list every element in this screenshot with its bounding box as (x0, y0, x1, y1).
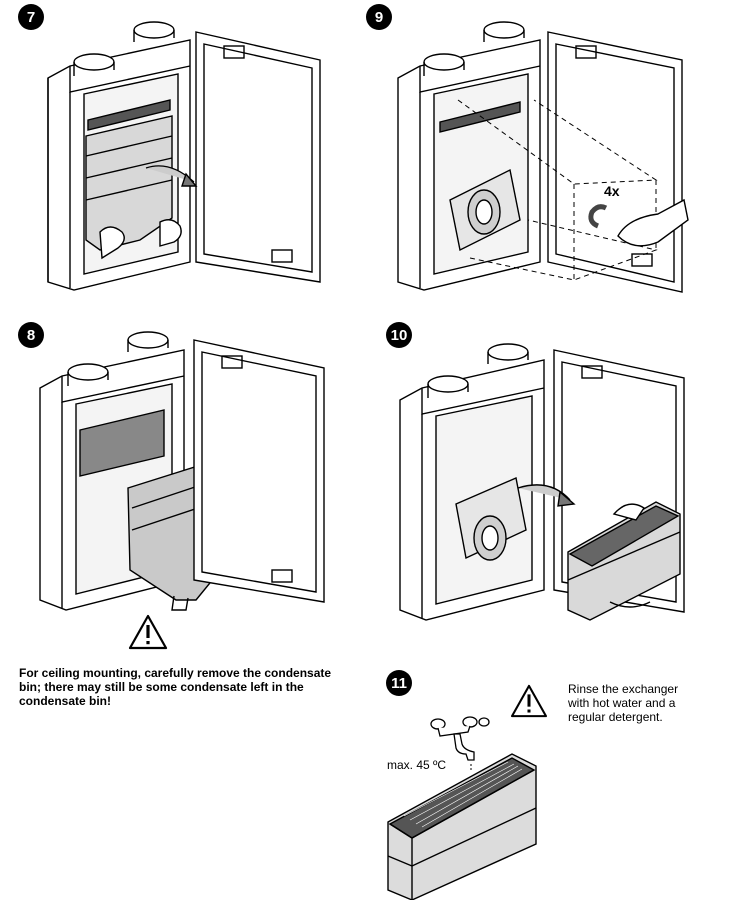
step-badge-9: 9 (366, 4, 392, 30)
step-badge-11: 11 (386, 670, 412, 696)
step-badge-8: 8 (18, 322, 44, 348)
step-badge-10: 10 (386, 322, 412, 348)
ceiling-mount-warning: For ceiling mounting, carefully remove t… (19, 666, 332, 708)
clip-count-label: 4x (604, 183, 620, 199)
max-temperature-label: max. 45 ºC (387, 758, 447, 772)
step-badge-7: 7 (18, 4, 44, 30)
heat-exchanger-block (387, 753, 537, 900)
rinse-instruction: Rinse the exchanger with hot water and a… (568, 682, 679, 724)
step-7-illustration (47, 21, 321, 291)
step-10-illustration (399, 343, 685, 621)
faucet-icon (430, 716, 490, 770)
warning-icon-rinse (510, 684, 548, 718)
step-9-illustration (397, 21, 689, 293)
warning-icon (128, 614, 168, 650)
step-8-illustration (39, 331, 325, 611)
